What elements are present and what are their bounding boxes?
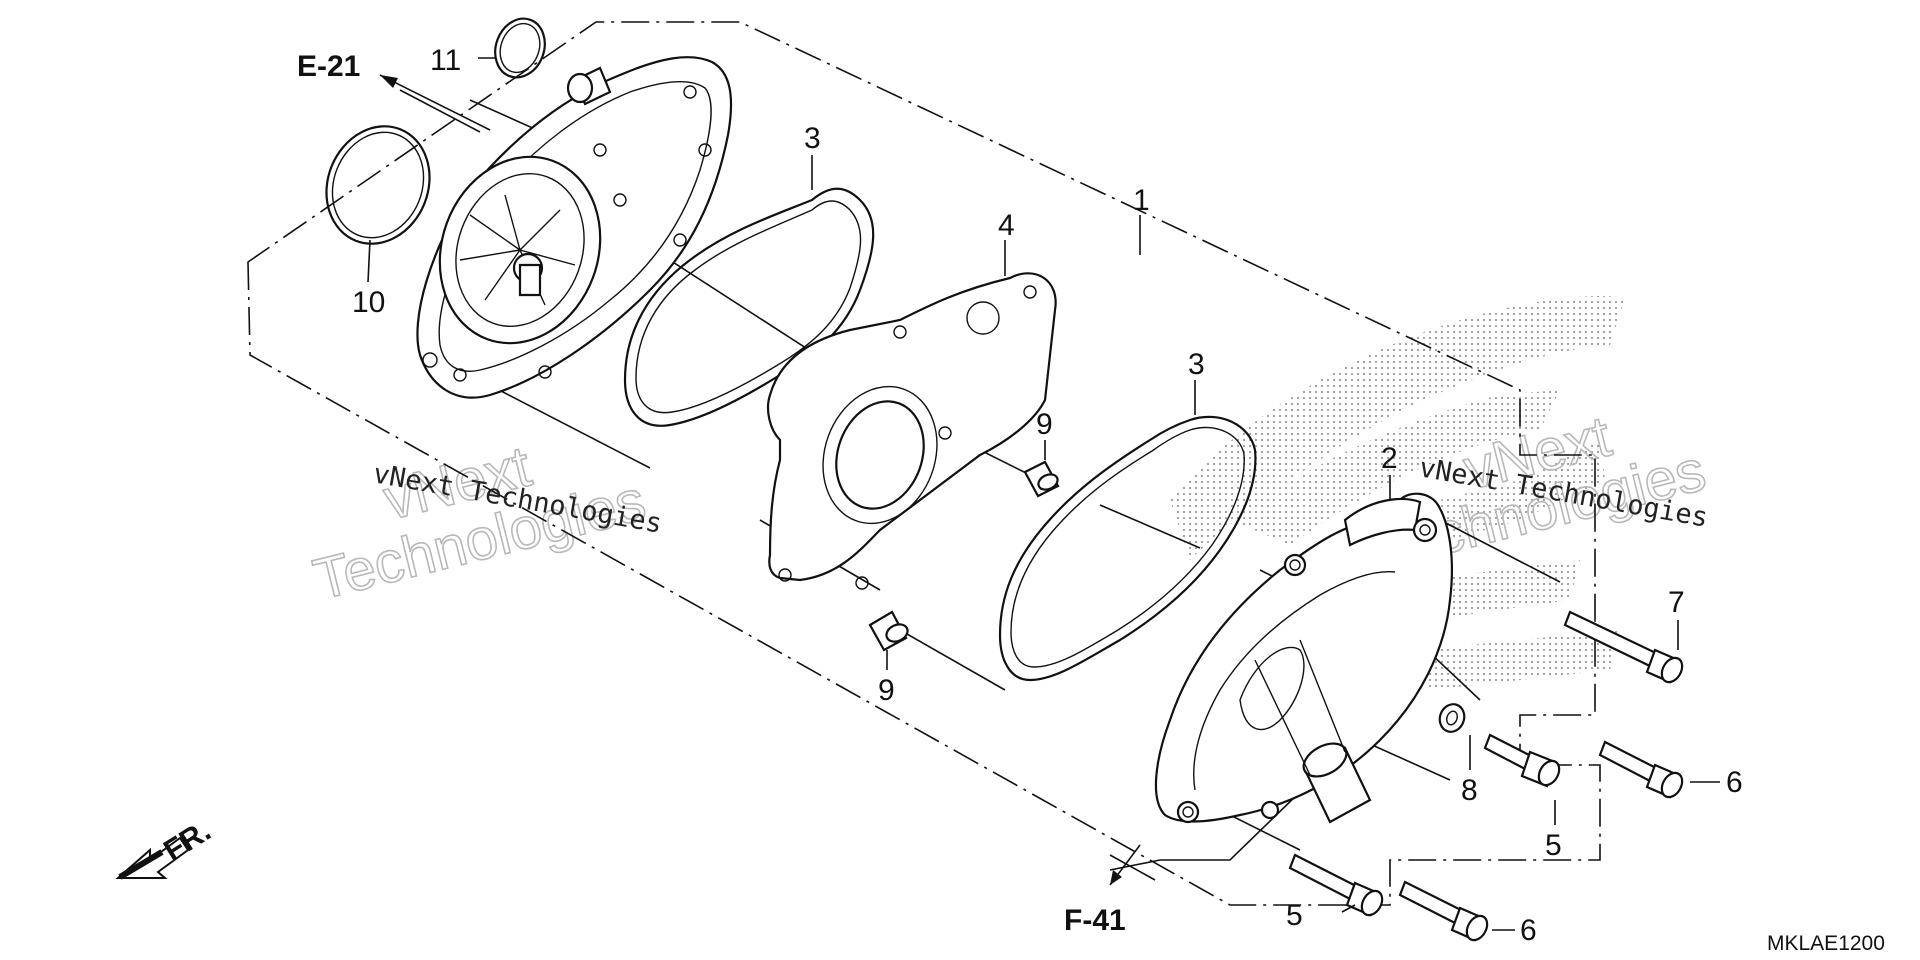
water-pump-body <box>416 56 733 399</box>
callout-3-upper: 3 <box>804 122 821 155</box>
part-10-large-o-ring <box>325 125 431 245</box>
callout-9-lower: 9 <box>878 674 895 707</box>
part-5-bolt-lower <box>1288 853 1384 917</box>
callout-9-upper: 9 <box>1036 408 1053 441</box>
callout-3-lower: 3 <box>1188 348 1205 381</box>
front-direction-marker: FR. <box>115 814 217 880</box>
reference-f-41: F-41 <box>1064 904 1126 937</box>
callout-5-lower: 5 <box>1286 899 1303 932</box>
part-3-upper-gasket <box>623 187 875 427</box>
callout-7: 7 <box>1668 586 1685 619</box>
callout-4: 4 <box>998 209 1015 242</box>
callout-6-upper: 6 <box>1726 766 1743 799</box>
diagram-code: MKLAE1200 <box>1767 932 1885 955</box>
part-9-dowel-lower <box>868 610 909 652</box>
callout-2: 2 <box>1381 442 1398 475</box>
part-4-separator-plate <box>766 272 1057 590</box>
assembly-boundary <box>247 21 1601 906</box>
callout-leaders <box>367 57 1720 931</box>
callout-numbers: 11 10 3 4 1 3 9 9 2 7 6 5 8 5 6 <box>352 44 1743 947</box>
part-11-small-o-ring <box>494 17 546 79</box>
callout-10: 10 <box>352 286 385 319</box>
part-6-bolt-lower <box>1398 880 1489 942</box>
part-3-lower-gasket <box>998 415 1257 682</box>
callout-1: 1 <box>1133 184 1150 217</box>
callout-5-upper: 5 <box>1545 829 1562 862</box>
part-5-bolt-upper <box>1483 733 1561 788</box>
part-7-bolt <box>1563 610 1684 684</box>
reference-e-21: E-21 <box>297 50 360 83</box>
part-2-pump-cover <box>1154 492 1453 824</box>
callout-11: 11 <box>430 44 461 77</box>
callout-8: 8 <box>1461 774 1478 807</box>
callout-6-lower: 6 <box>1520 914 1537 947</box>
part-9-dowel-upper <box>1023 460 1060 498</box>
part-8-washer <box>1438 703 1466 733</box>
part-6-bolt-upper <box>1598 740 1684 799</box>
